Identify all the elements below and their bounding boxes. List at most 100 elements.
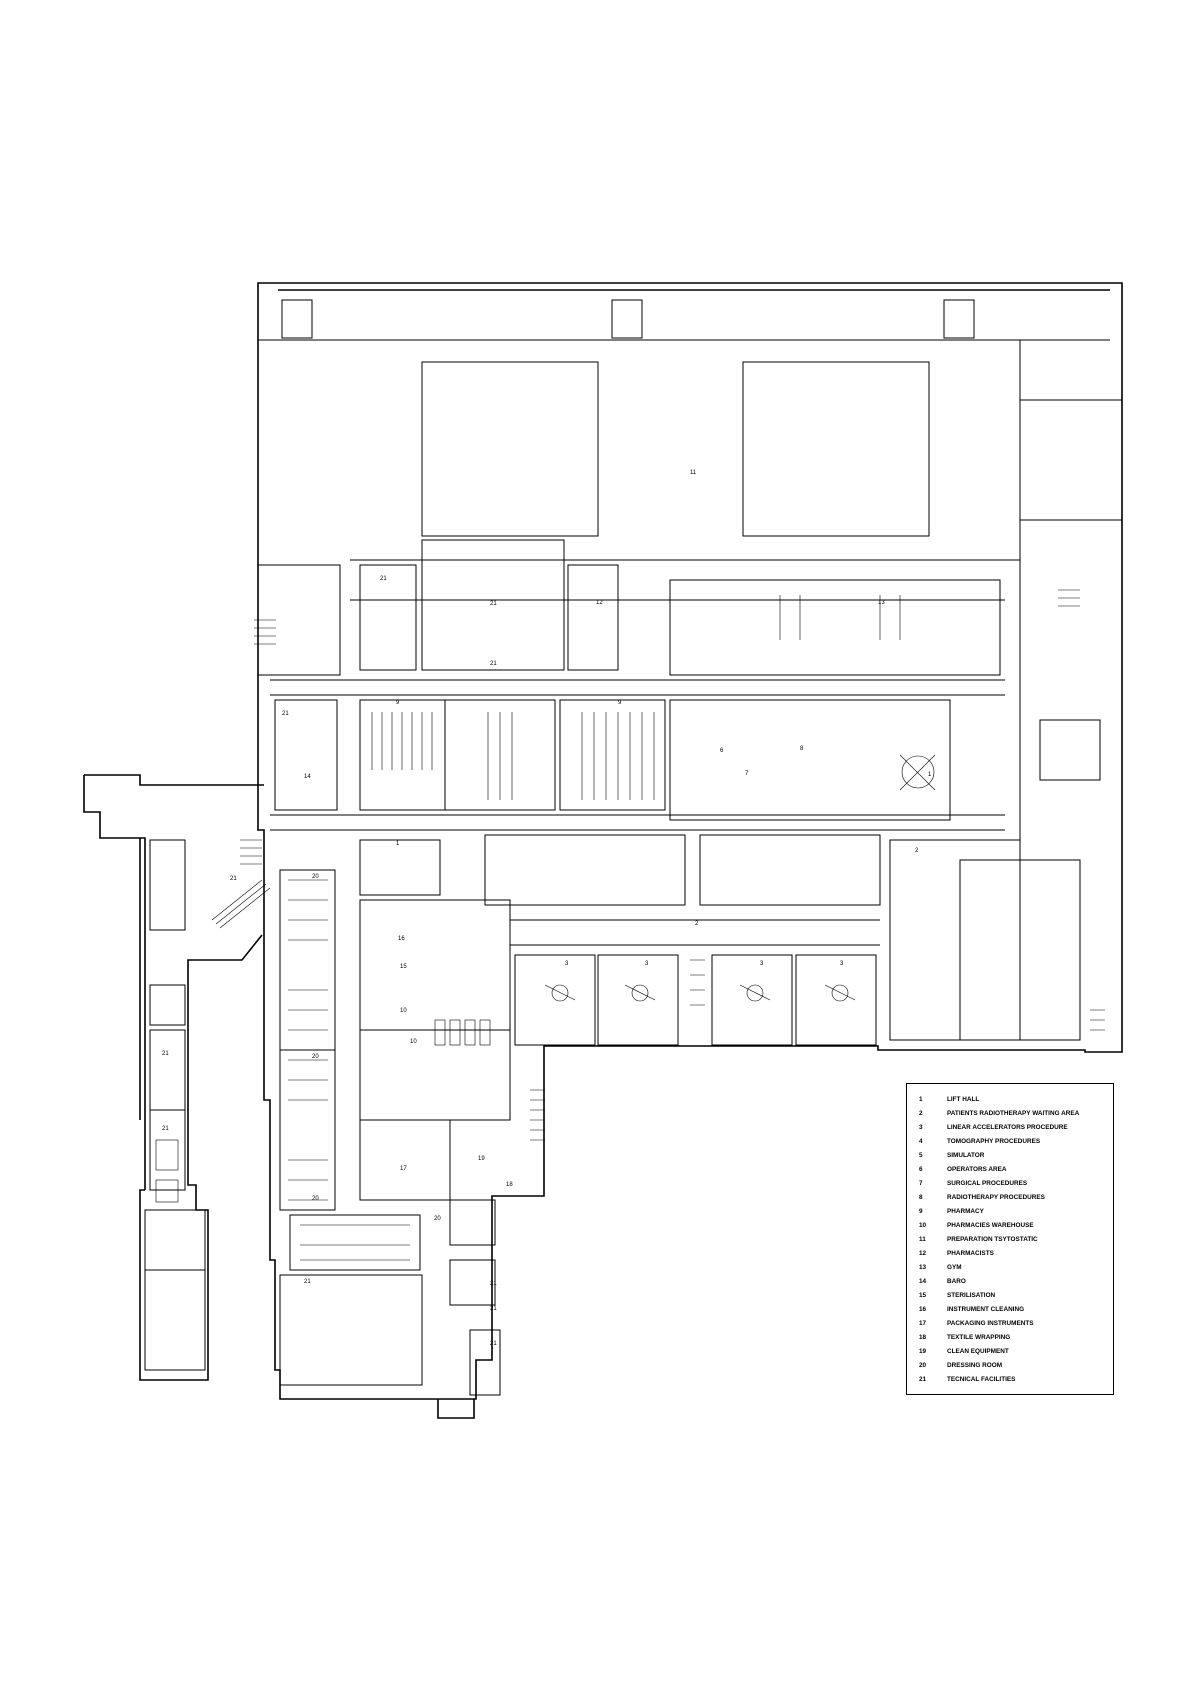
legend-item-number: 13	[919, 1264, 927, 1271]
legend-item-label: SIMULATOR	[947, 1152, 985, 1159]
legend-item-label: STERILISATION	[947, 1292, 996, 1299]
legend-item-label: PHARMACISTS	[947, 1250, 994, 1257]
legend-item-number: 2	[919, 1110, 923, 1117]
legend-item-number: 14	[919, 1278, 927, 1285]
legend-item-number: 12	[919, 1250, 927, 1257]
legend-item-label: PATIENTS RADIOTHERAPY WAITING AREA	[947, 1110, 1080, 1117]
room-number-label: 21	[490, 1306, 497, 1312]
legend-item-number: 8	[919, 1194, 923, 1201]
legend-item-label: TECNICAL FACILITIES	[947, 1376, 1016, 1383]
legend-item: 13 GYM	[919, 1264, 962, 1272]
room-number-label: 21	[490, 1341, 497, 1347]
furniture-and-details	[155, 589, 1105, 1261]
room-number-label: 20	[312, 1196, 319, 1202]
legend-item-number: 9	[919, 1208, 923, 1215]
legend-item-label: GYM	[947, 1264, 962, 1271]
room-number-label: 21	[162, 1051, 169, 1057]
room-number-label: 12	[596, 600, 603, 606]
legend-item-number: 11	[919, 1236, 926, 1243]
legend-item: 21 TECNICAL FACILITIES	[919, 1376, 1015, 1384]
legend-item-number: 3	[919, 1124, 923, 1131]
legend-item: 15 STERILISATION	[919, 1292, 995, 1300]
room-number-label: 14	[304, 774, 311, 780]
legend-item-label: LIFT HALL	[947, 1096, 980, 1103]
room-number-label: 20	[434, 1216, 441, 1222]
legend-item-label: OPERATORS AREA	[947, 1166, 1007, 1173]
room-number-label: 2	[695, 921, 699, 927]
legend-item: 2 PATIENTS RADIOTHERAPY WAITING AREA	[919, 1110, 1079, 1118]
room-number-label: 1	[928, 772, 932, 778]
legend-item-number: 18	[919, 1334, 927, 1341]
legend-item-number: 5	[919, 1152, 923, 1159]
room-number-label: 10	[400, 1008, 407, 1014]
legend-item: 16 INSTRUMENT CLEANING	[919, 1306, 1024, 1314]
legend-item: 14 BARO	[919, 1278, 966, 1286]
legend-item: 5 SIMULATOR	[919, 1152, 984, 1160]
room-number-label: 13	[878, 600, 885, 606]
legend-item-number: 7	[919, 1180, 923, 1187]
legend-item-number: 4	[919, 1138, 923, 1145]
room-number-label: 9	[396, 700, 400, 706]
legend-item: 8 RADIOTHERAPY PROCEDURES	[919, 1194, 1045, 1202]
legend-item: 9 PHARMACY	[919, 1208, 984, 1216]
room-number-label: 19	[478, 1156, 485, 1162]
room-number-label: 3	[760, 961, 764, 967]
room-number-label: 11	[690, 470, 697, 476]
legend-item: 12 PHARMACISTS	[919, 1250, 994, 1258]
room-number-label: 3	[645, 961, 649, 967]
legend-item: 10 PHARMACIES WAREHOUSE	[919, 1222, 1034, 1230]
legend-item-number: 21	[919, 1376, 927, 1383]
room-number-label: 21	[282, 711, 289, 717]
legend-item: 19 CLEAN EQUIPMENT	[919, 1348, 1009, 1356]
room-number-label: 21	[490, 661, 497, 667]
legend-item: 1 LIFT HALL	[919, 1096, 979, 1104]
room-number-label: 8	[800, 746, 804, 752]
room-number-label: 6	[720, 748, 724, 754]
room-number-label: 21	[490, 1281, 497, 1287]
room-number-label: 10	[410, 1039, 417, 1045]
legend-item: 18 TEXTILE WRAPPING	[919, 1334, 1010, 1342]
legend-item-label: PHARMACIES WAREHOUSE	[947, 1222, 1034, 1229]
legend-item: 3 LINEAR ACCELERATORS PROCEDURE	[919, 1124, 1068, 1132]
room-number-label: 7	[745, 771, 749, 777]
legend-item-number: 15	[919, 1292, 927, 1299]
legend-item-number: 10	[919, 1222, 927, 1229]
legend-item: 11 PREPARATION TSYTOSTATIC	[919, 1236, 1038, 1244]
legend-item-label: BARO	[947, 1278, 966, 1285]
legend-item-number: 19	[919, 1348, 927, 1355]
legend-item-label: DRESSING ROOM	[947, 1362, 1003, 1369]
legend-item-label: SURGICAL PROCEDURES	[947, 1180, 1028, 1187]
room-number-label: 21	[380, 576, 387, 582]
legend-item: 20 DRESSING ROOM	[919, 1362, 1002, 1370]
legend-item-number: 16	[919, 1306, 927, 1313]
legend-item-label: PREPARATION TSYTOSTATIC	[947, 1236, 1038, 1243]
legend-item: 4 TOMOGRAPHY PROCEDURES	[919, 1138, 1040, 1146]
room-number-label: 3	[565, 961, 569, 967]
room-number-label: 1	[396, 841, 400, 847]
room-number-label: 3	[840, 961, 844, 967]
legend-item-label: TEXTILE WRAPPING	[947, 1334, 1011, 1341]
room-number-label: 16	[398, 936, 405, 942]
room-number-label: 18	[506, 1182, 513, 1188]
room-number-label: 20	[312, 1054, 319, 1060]
room-number-label: 2	[915, 848, 919, 854]
legend-item-label: INSTRUMENT CLEANING	[947, 1306, 1025, 1313]
room-number-label: 9	[618, 700, 622, 706]
room-number-label: 21	[162, 1126, 169, 1132]
legend-item-label: RADIOTHERAPY PROCEDURES	[947, 1194, 1045, 1201]
legend-item-label: TOMOGRAPHY PROCEDURES	[947, 1138, 1041, 1145]
legend-item-label: LINEAR ACCELERATORS PROCEDURE	[947, 1124, 1068, 1131]
legend-item-label: PHARMACY	[947, 1208, 984, 1215]
room-number-label: 20	[312, 874, 319, 880]
room-number-label: 15	[400, 964, 407, 970]
room-number-label: 21	[230, 876, 237, 882]
interior-walls	[144, 299, 1122, 1396]
legend-item-label: CLEAN EQUIPMENT	[947, 1348, 1009, 1355]
legend-item-number: 20	[919, 1362, 927, 1369]
legend-item-number: 1	[919, 1096, 923, 1103]
legend-item-number: 17	[919, 1320, 927, 1327]
